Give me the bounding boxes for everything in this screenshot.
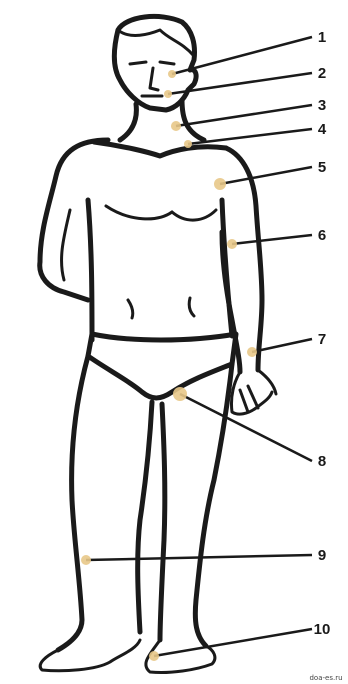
acupoint-dot-5 (214, 178, 226, 190)
left-leg-outer (58, 356, 88, 650)
torso-right (222, 200, 232, 336)
leader-line-6 (232, 235, 312, 244)
right-hand (231, 370, 276, 414)
point-label-4: 4 (318, 121, 327, 138)
point-label-9: 9 (318, 547, 326, 564)
left-leg-inner (138, 402, 152, 632)
neck-right (182, 100, 204, 140)
acupoint-dot-9 (81, 555, 91, 565)
right-leg-outer (195, 364, 232, 646)
watermark: doa-es.ru (309, 674, 342, 682)
left-arm-inner (62, 210, 70, 280)
acupoint-dot-10 (149, 651, 159, 661)
point-label-6: 6 (318, 227, 326, 244)
leader-line-3 (176, 105, 312, 126)
point-label-5: 5 (318, 159, 326, 176)
leader-line-10 (154, 629, 312, 656)
neck-left (120, 104, 136, 140)
chest-lines (106, 206, 216, 318)
leader-line-4 (188, 129, 312, 144)
acupoint-dot-2 (164, 90, 172, 98)
point-label-10: 10 (314, 621, 331, 638)
briefs (88, 334, 236, 398)
point-label-8: 8 (318, 453, 326, 470)
leader-line-5 (220, 167, 312, 184)
hair (118, 30, 194, 56)
point-label-2: 2 (318, 65, 326, 82)
point-label-7: 7 (318, 331, 326, 348)
acupoint-dot-7 (247, 347, 257, 357)
left-foot (40, 640, 140, 671)
left-arm-outline (40, 140, 108, 300)
acupoint-dot-8 (173, 387, 187, 401)
acupoint-dot-6 (227, 239, 237, 249)
acupoint-dot-3 (171, 121, 181, 131)
point-labels: 1 2 3 4 5 6 7 8 9 10 (314, 29, 331, 638)
acupoint-dot-4 (184, 140, 192, 148)
point-label-1: 1 (318, 29, 326, 46)
acupoint-dot-1 (168, 70, 176, 78)
point-label-3: 3 (318, 97, 326, 114)
torso-left (88, 200, 92, 340)
leader-line-2 (168, 73, 312, 94)
collarbone (94, 142, 226, 156)
right-leg-inner (160, 404, 165, 640)
